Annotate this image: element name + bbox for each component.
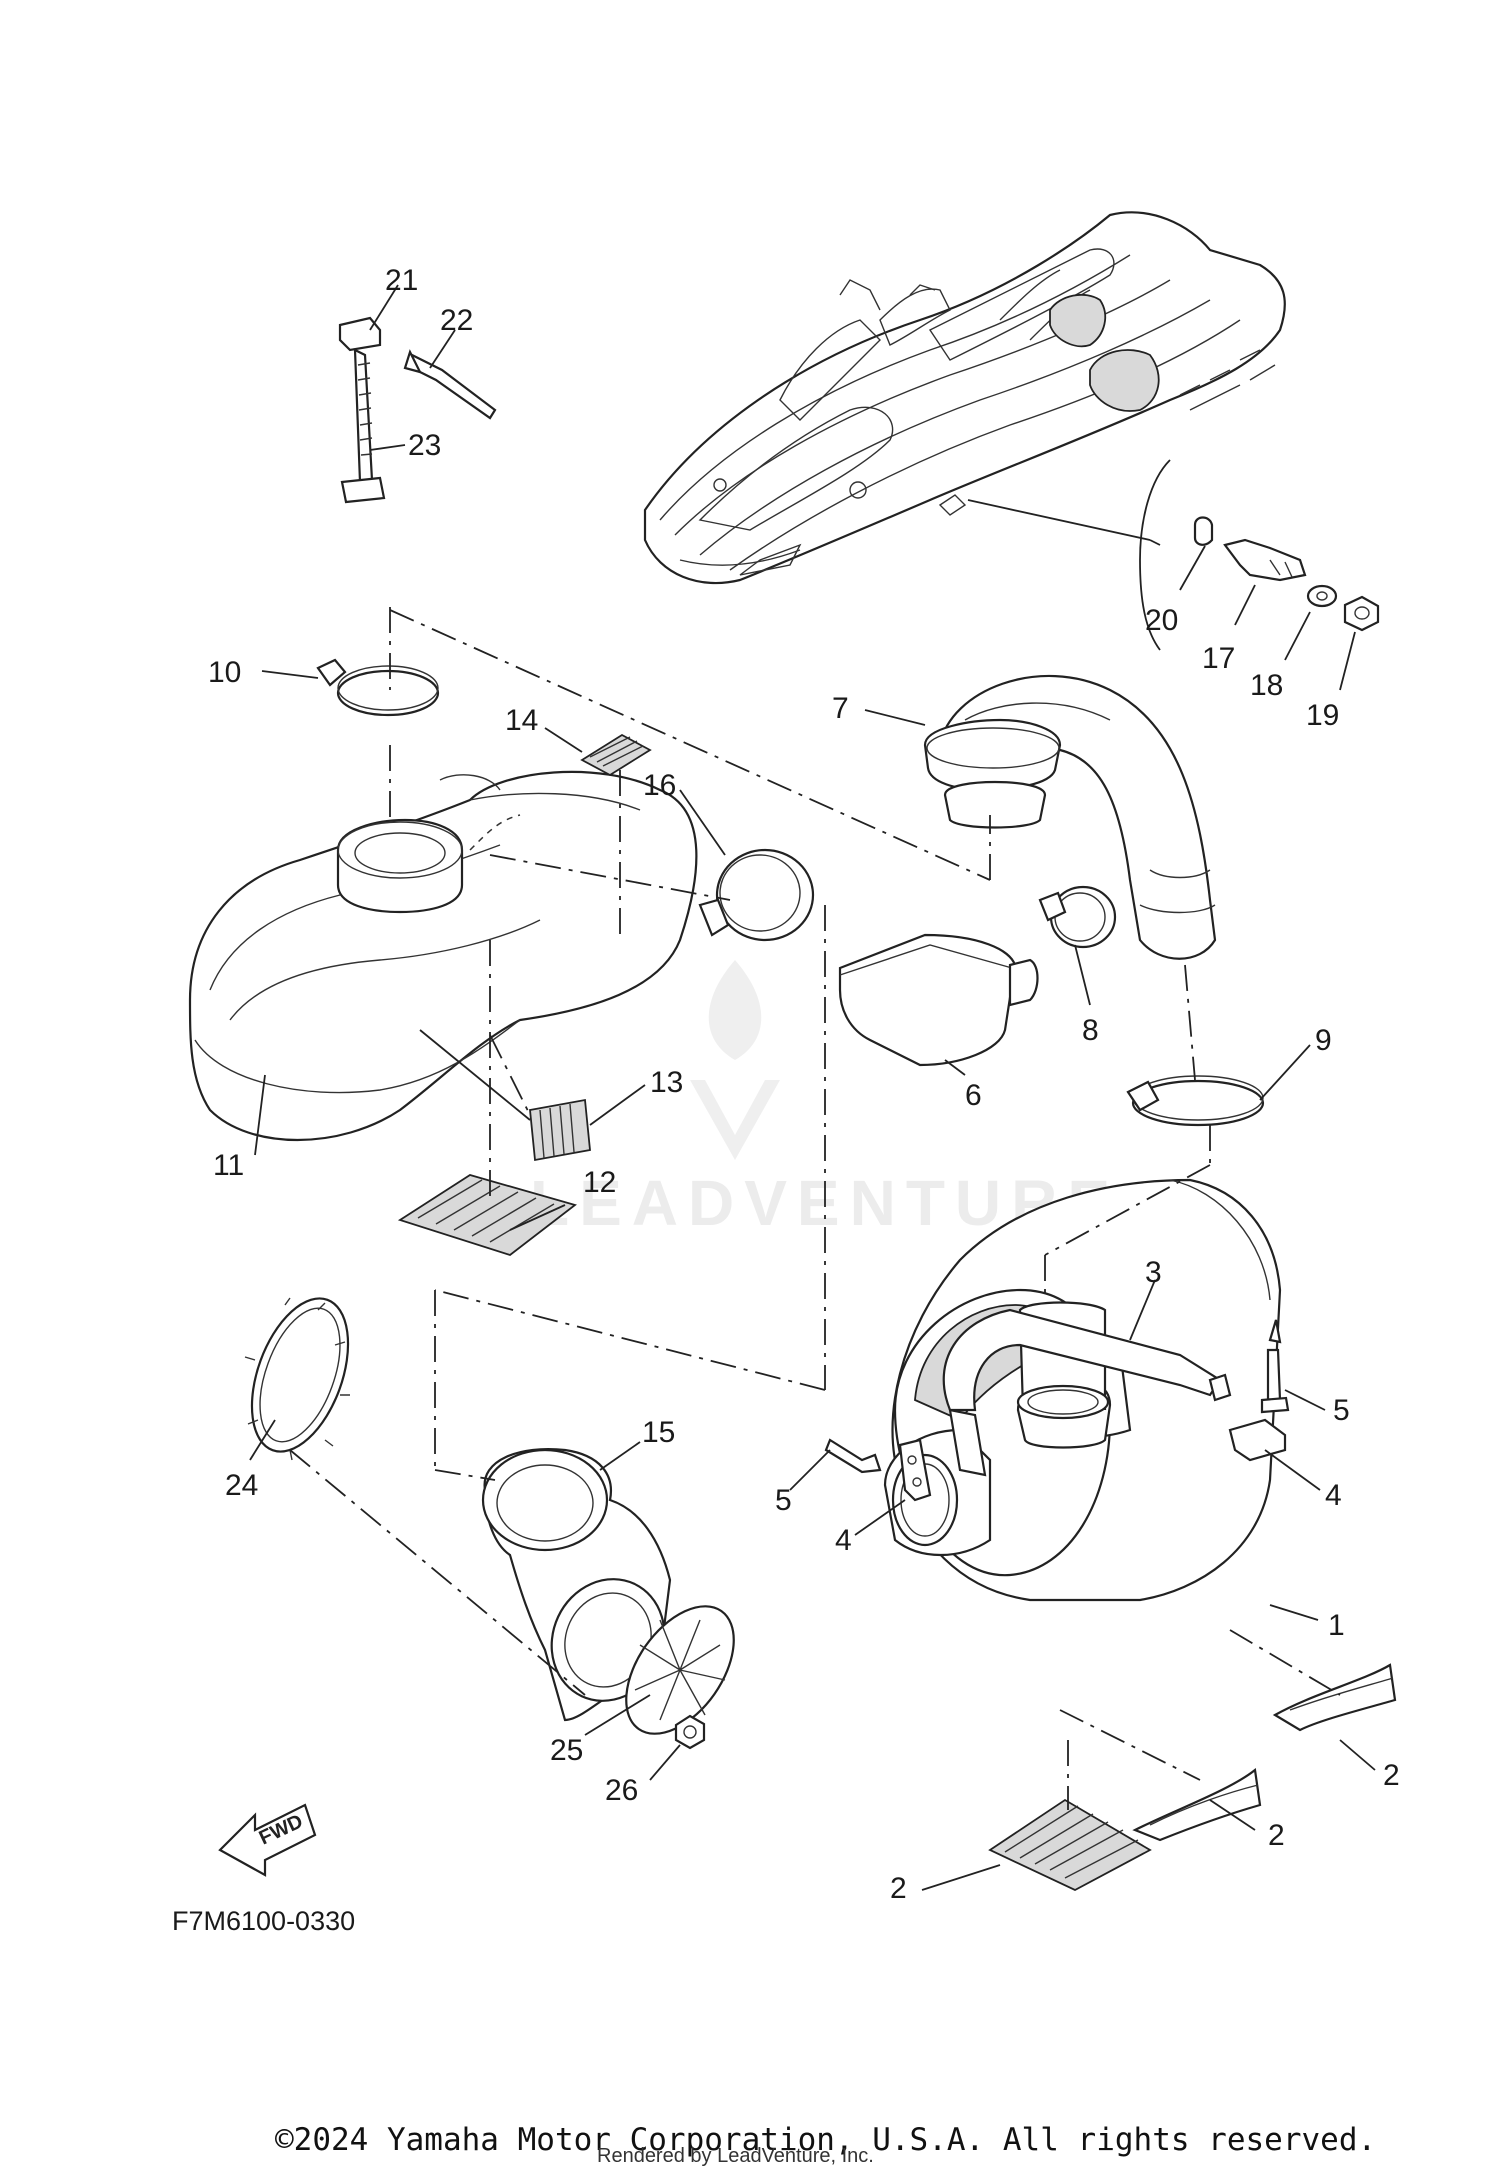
callout-12: 12 bbox=[583, 1166, 616, 1199]
callout-18: 18 bbox=[1250, 669, 1283, 702]
callout-9: 9 bbox=[1315, 1024, 1332, 1057]
callout-11: 11 bbox=[213, 1149, 244, 1182]
callout-5a: 5 bbox=[775, 1484, 792, 1517]
callout-26: 26 bbox=[605, 1774, 638, 1807]
part-5-screw-left bbox=[824, 1438, 882, 1474]
part-4-bracket-right bbox=[1228, 1418, 1287, 1462]
watercraft-overview bbox=[643, 211, 1286, 585]
part-12-pad bbox=[397, 1174, 577, 1257]
part-13-pad bbox=[529, 1098, 591, 1162]
callout-2b: 2 bbox=[1268, 1819, 1285, 1852]
callout-4b: 4 bbox=[1325, 1479, 1342, 1512]
part-20-clip bbox=[1193, 516, 1214, 546]
part-14-pad bbox=[580, 733, 652, 777]
pad-parts bbox=[397, 733, 652, 1257]
callout-4a: 4 bbox=[835, 1524, 852, 1557]
part-21-holder bbox=[338, 316, 382, 352]
part-17-fitting bbox=[1223, 538, 1307, 582]
part-4-bracket-left bbox=[898, 1438, 932, 1502]
part-6-cover bbox=[838, 933, 1039, 1067]
part-10-band bbox=[336, 669, 440, 717]
callout-16: 16 bbox=[643, 769, 676, 802]
callout-13: 13 bbox=[650, 1066, 683, 1099]
callout-15: 15 bbox=[642, 1416, 675, 1449]
assembly-lines bbox=[289, 607, 1341, 1810]
fwd-arrow: FWD bbox=[218, 1803, 317, 1877]
part-22-pin bbox=[406, 353, 497, 420]
callout-17: 17 bbox=[1202, 642, 1235, 675]
callout-8: 8 bbox=[1082, 1014, 1099, 1047]
part-18-washer bbox=[1306, 584, 1338, 608]
part-23-cable-tie bbox=[353, 348, 374, 484]
bracket-screw-parts bbox=[824, 1319, 1290, 1502]
callout-2a: 2 bbox=[1383, 1759, 1400, 1792]
callout-24: 24 bbox=[225, 1469, 258, 1502]
cable-tie-assembly bbox=[338, 316, 497, 504]
part-26-nut bbox=[674, 1714, 706, 1750]
part-7-hose bbox=[923, 674, 1217, 960]
part-15-duct bbox=[481, 1448, 672, 1722]
callout-6: 6 bbox=[965, 1079, 982, 1112]
callout-leaders bbox=[249, 670, 1376, 1891]
callout-5b: 5 bbox=[1333, 1394, 1350, 1427]
callout-23: 23 bbox=[408, 429, 441, 462]
part-25-plate bbox=[625, 1605, 735, 1735]
callout-19: 19 bbox=[1306, 699, 1339, 732]
callout-2c: 2 bbox=[890, 1872, 907, 1905]
callout-14: 14 bbox=[505, 704, 538, 737]
fitting-hardware-group bbox=[1193, 516, 1380, 632]
callout-21: 21 bbox=[385, 264, 418, 297]
callout-3: 3 bbox=[1145, 1256, 1162, 1289]
callout-22: 22 bbox=[440, 304, 473, 337]
part-16-band bbox=[698, 848, 815, 942]
part-5-screw-right bbox=[1266, 1348, 1282, 1404]
part-2-protector-a bbox=[1272, 1663, 1397, 1732]
callout-7: 7 bbox=[832, 692, 849, 725]
callout-1: 1 bbox=[1328, 1609, 1345, 1642]
water-box-assembly bbox=[188, 658, 698, 1141]
part-9-band bbox=[1126, 1075, 1265, 1127]
part-8-band bbox=[1038, 885, 1117, 949]
part-24-ring bbox=[244, 1297, 350, 1461]
part-19-nut bbox=[1343, 595, 1380, 632]
protector-parts bbox=[988, 1663, 1397, 1892]
callout-labels: 21 22 23 20 17 18 19 10 14 16 7 8 9 6 13… bbox=[208, 264, 1400, 1905]
callout-10: 10 bbox=[208, 656, 241, 689]
part-2-protector-b bbox=[1132, 1767, 1262, 1842]
callout-20: 20 bbox=[1145, 604, 1178, 637]
part-3-strap bbox=[942, 1308, 1232, 1477]
drawing-code: F7M6100-0330 bbox=[172, 1906, 355, 1936]
rendered-by-credit: Rendered by LeadVenture, Inc. bbox=[597, 2145, 874, 2167]
part-2-protector-c bbox=[988, 1798, 1152, 1892]
callout-25: 25 bbox=[550, 1734, 583, 1767]
copyright-notice: ©2024 Yamaha Motor Corporation, U.S.A. A… bbox=[275, 2122, 1376, 2158]
